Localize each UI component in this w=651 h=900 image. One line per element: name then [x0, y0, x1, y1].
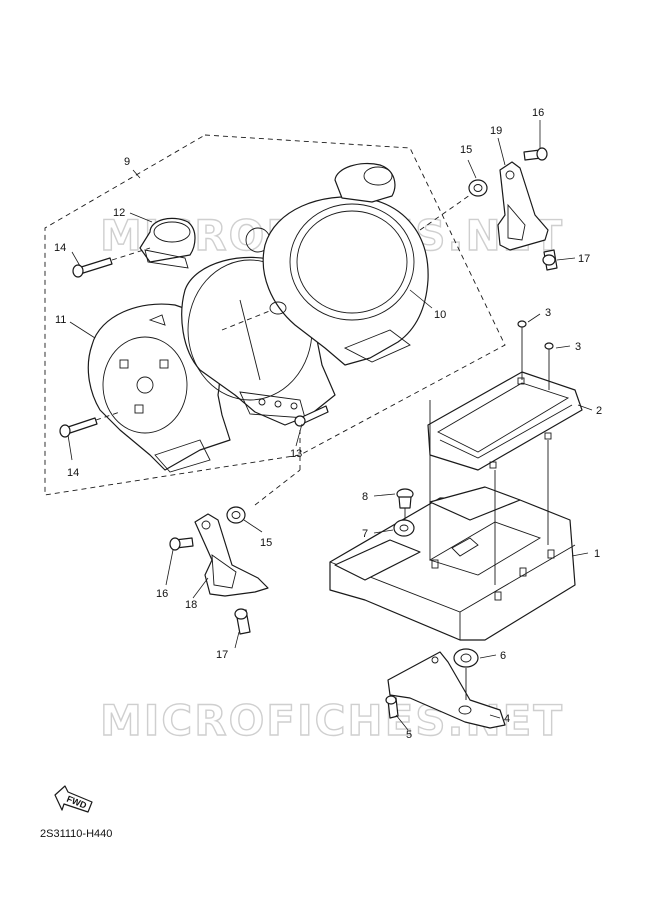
callout-7: 7 — [362, 528, 368, 540]
grommet-upper — [468, 179, 488, 197]
callout-15b: 15 — [260, 537, 272, 549]
callout-8: 8 — [362, 491, 368, 503]
callout-15a: 15 — [460, 144, 472, 156]
grommet-lower — [226, 506, 246, 524]
grommet-7 — [393, 519, 415, 537]
callout-4: 4 — [504, 713, 510, 725]
bracket-lower — [194, 513, 269, 597]
callout-17b: 17 — [216, 649, 228, 661]
callout-6: 6 — [500, 650, 506, 662]
screw-13 — [294, 405, 329, 427]
callout-1: 1 — [594, 548, 600, 560]
callout-9: 9 — [124, 156, 130, 168]
screw-3-left — [517, 320, 527, 345]
callout-5: 5 — [406, 729, 412, 741]
rubber-cap — [139, 217, 196, 269]
screw-bottom-left — [59, 417, 98, 438]
callout-18: 18 — [185, 599, 197, 611]
screw-3-right — [544, 342, 554, 365]
bolt-5 — [385, 695, 399, 719]
bolt-17-upper — [542, 249, 558, 271]
callout-11: 11 — [55, 314, 66, 326]
bolt-17-lower — [234, 608, 251, 635]
callout-12: 12 — [113, 207, 125, 219]
bracket-upper — [497, 161, 549, 251]
callout-13: 13 — [290, 448, 302, 460]
callout-14b: 14 — [67, 467, 79, 479]
callout-3a: 3 — [545, 307, 551, 319]
assembly-boundary — [44, 134, 506, 496]
callout-2: 2 — [596, 405, 602, 417]
callout-3b: 3 — [575, 341, 581, 353]
callout-10: 10 — [434, 309, 446, 321]
callout-16a: 16 — [532, 107, 544, 119]
bracket-4 — [387, 651, 506, 729]
callout-19: 19 — [490, 125, 502, 137]
lens-cover — [262, 162, 429, 366]
callouts: 1 2 3 3 4 5 6 7 8 9 10 11 12 13 14 14 15… — [54, 107, 602, 741]
bolt-8 — [396, 488, 414, 509]
callout-14a: 14 — [54, 242, 66, 254]
base-1 — [329, 486, 576, 641]
fwd-arrow-icon: FWD — [54, 785, 93, 813]
leader-lines — [67, 120, 593, 731]
cover-2 — [427, 371, 583, 471]
diagram-code: 2S31110-H440 — [40, 828, 112, 840]
bolt-lower — [169, 537, 194, 551]
bolt-upper — [523, 147, 548, 161]
callout-17a: 17 — [578, 253, 590, 265]
callout-16b: 16 — [156, 588, 168, 600]
grommet-6 — [453, 648, 479, 668]
screw-top-left — [72, 257, 113, 278]
